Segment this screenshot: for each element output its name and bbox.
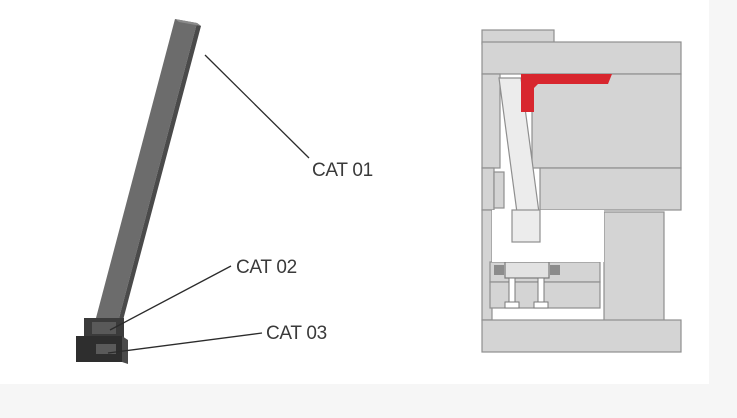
base-block-notch <box>96 344 116 354</box>
plate-gap <box>492 210 604 262</box>
bottom-plate <box>481 319 682 353</box>
base-block-side <box>122 336 128 364</box>
lifter-slot-right <box>550 265 560 275</box>
side-panel <box>709 0 737 418</box>
core-plate-gap-fill <box>493 171 505 209</box>
label-cat02: CAT 02 <box>236 257 297 278</box>
bolt-head-right <box>533 301 549 309</box>
cavity-plate-left <box>481 73 501 169</box>
label-cat03: CAT 03 <box>266 323 327 344</box>
core-plate-right <box>539 167 682 211</box>
ejector-bar-edge <box>118 23 201 324</box>
ejector-bar <box>96 19 197 322</box>
ejector-bar-top <box>175 19 201 26</box>
core-plate-left <box>481 167 495 211</box>
molded-part <box>521 74 612 112</box>
base-block <box>76 318 128 364</box>
bolt-head-left <box>504 301 520 309</box>
top-plate <box>481 41 682 75</box>
lifter-holder-base <box>504 261 550 279</box>
label-cat01: CAT 01 <box>312 160 373 181</box>
leader-line-cat03 <box>107 332 263 354</box>
cavity-plate-right <box>531 73 682 169</box>
leader-line-cat02 <box>109 265 232 331</box>
lifter-slot-left <box>494 265 504 275</box>
ejector-pin-assembly: CAT 01 CAT 02 CAT 03 <box>76 19 373 364</box>
bottom-strip <box>0 384 737 418</box>
leader-line-cat01 <box>204 54 310 159</box>
mold-cross-section <box>481 29 682 353</box>
spacer-block <box>603 211 665 323</box>
base-block-slot <box>92 322 116 334</box>
lifter-rod-lower <box>511 209 541 243</box>
